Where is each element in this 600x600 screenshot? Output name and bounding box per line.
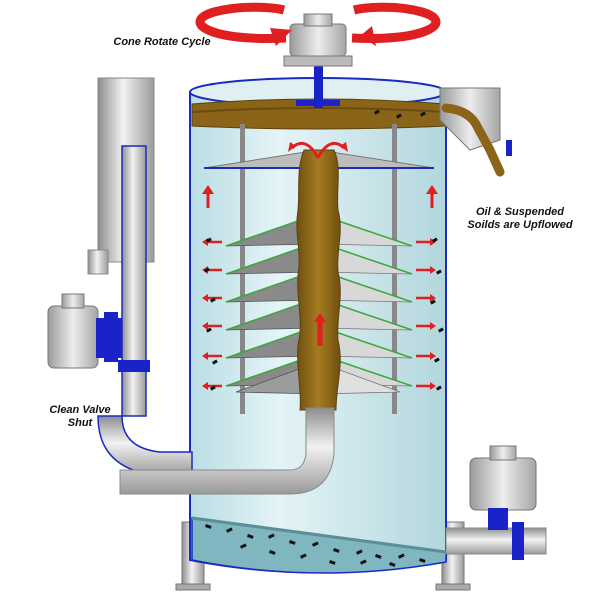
solid-particle [374, 554, 382, 559]
sludge-column [296, 149, 341, 411]
flow-arrow-icon [416, 238, 436, 246]
particle [429, 299, 436, 305]
flow-arrow-icon [416, 352, 436, 360]
solid-particle [418, 558, 426, 563]
particle [374, 109, 380, 115]
particle [434, 357, 440, 363]
particle [210, 385, 216, 391]
solid-particle [360, 559, 367, 565]
solid-particle [268, 550, 276, 555]
solid-particle [300, 553, 307, 559]
flow-arrow-icon [202, 322, 222, 330]
solid-particle [356, 549, 363, 555]
solid-particle [388, 562, 396, 567]
cone-stack [225, 213, 413, 395]
cone-rotate-label: Cone Rotate Cycle [113, 36, 211, 48]
particle [396, 113, 402, 119]
solid-particle [246, 534, 254, 539]
particle [212, 359, 218, 365]
split-flow-arrow-icon [288, 141, 348, 159]
flow-arrow-icon [416, 382, 436, 390]
flow-arrow-icon [202, 352, 222, 360]
particle [438, 327, 444, 333]
clean-valve-icon [47, 293, 122, 369]
overflow-outlet [439, 87, 512, 177]
sloped-bottom [191, 516, 447, 574]
particle [435, 269, 442, 275]
oil-solids-label: Oil & Suspended Soilds are Upflowed [467, 206, 573, 231]
clean-water-pipe [87, 77, 193, 477]
solid-particle [204, 524, 212, 529]
solid-particle [312, 541, 319, 547]
rotation-arrows-icon [195, 2, 441, 46]
flow-arrow-icon [426, 185, 438, 208]
flow-arrow-icon [202, 294, 222, 302]
flow-arrow-icon [314, 313, 326, 346]
flow-arrows [202, 109, 444, 391]
solid-particle [240, 543, 247, 549]
solid-particle [268, 533, 275, 539]
flow-arrow-icon [416, 294, 436, 302]
flow-arrow-icon [202, 185, 214, 208]
particle [432, 237, 438, 243]
drain-valve-icon [469, 445, 537, 530]
particle [205, 237, 212, 243]
drain-pipe [445, 522, 547, 560]
feed-pipe [119, 407, 335, 495]
solid-particle [226, 527, 233, 533]
settled-solids [204, 524, 426, 567]
solid-particle [288, 539, 296, 545]
particle [420, 111, 426, 117]
motor-gearbox-icon [283, 13, 353, 67]
particle [206, 327, 212, 333]
particle [204, 267, 210, 273]
flow-arrow-icon [202, 382, 222, 390]
cone-plate [225, 269, 413, 303]
solid-particle [332, 548, 340, 553]
solid-particle [328, 560, 336, 565]
clean-valve-label: Clean Valve Shut [49, 404, 111, 429]
flow-arrow-icon [416, 266, 436, 274]
drive-shaft [296, 58, 340, 108]
flow-arrow-icon [416, 322, 436, 330]
particle [435, 385, 442, 391]
solid-particle [398, 553, 405, 559]
particle [210, 297, 216, 303]
